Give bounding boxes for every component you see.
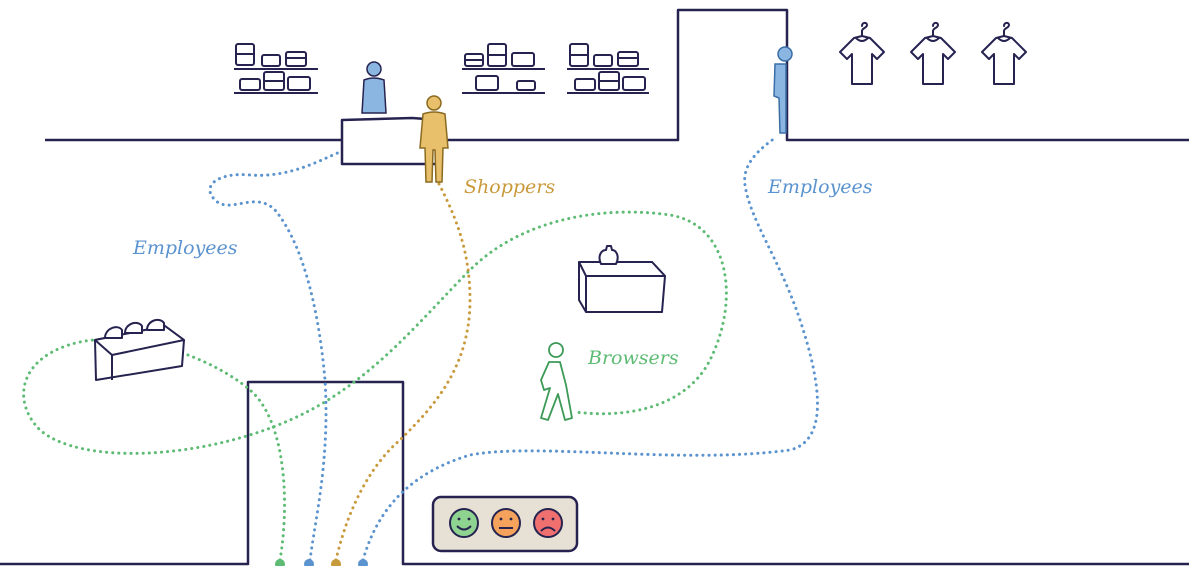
origin-dot-shoppers: [331, 559, 341, 566]
toy-display-table: [94, 318, 185, 381]
route-origins: [275, 559, 368, 566]
neutral-face-icon[interactable]: [491, 508, 521, 538]
routes: [22, 136, 819, 562]
product-display-table: [578, 245, 666, 313]
frown-face-icon[interactable]: [533, 508, 563, 538]
shirt-rack: [839, 21, 1027, 85]
checkout-counter: [340, 61, 449, 183]
browser-figure-icon: [540, 342, 573, 421]
feedback-panel: [431, 495, 579, 553]
shelf-left: [234, 43, 318, 94]
label-employees-left: Employees: [132, 237, 238, 259]
label-shoppers: Shoppers: [464, 176, 555, 198]
route-employees-left: [208, 150, 342, 562]
employee-figure-icon: [361, 61, 387, 114]
shopper-figure-icon: [419, 95, 449, 183]
back-wall: [45, 8, 1189, 142]
front-wall: [0, 380, 1189, 566]
label-employees-right: Employees: [767, 176, 873, 198]
label-browsers: Browsers: [587, 347, 679, 369]
route-employees-right: [361, 136, 819, 562]
shelf-middle: [462, 43, 545, 94]
shirt-icon: [910, 21, 956, 85]
shirt-icon: [981, 21, 1027, 85]
origin-dot-browsers: [275, 559, 285, 566]
shirt-icon: [839, 21, 885, 85]
route-browsers: [22, 210, 728, 562]
smile-face-icon[interactable]: [449, 508, 479, 538]
employee-doorway-figure-icon: [773, 46, 793, 134]
shelf-right: [567, 43, 649, 94]
store-walls: [0, 8, 1189, 566]
origin-dot-employees: [358, 559, 368, 566]
origin-dot-employees: [304, 559, 314, 566]
